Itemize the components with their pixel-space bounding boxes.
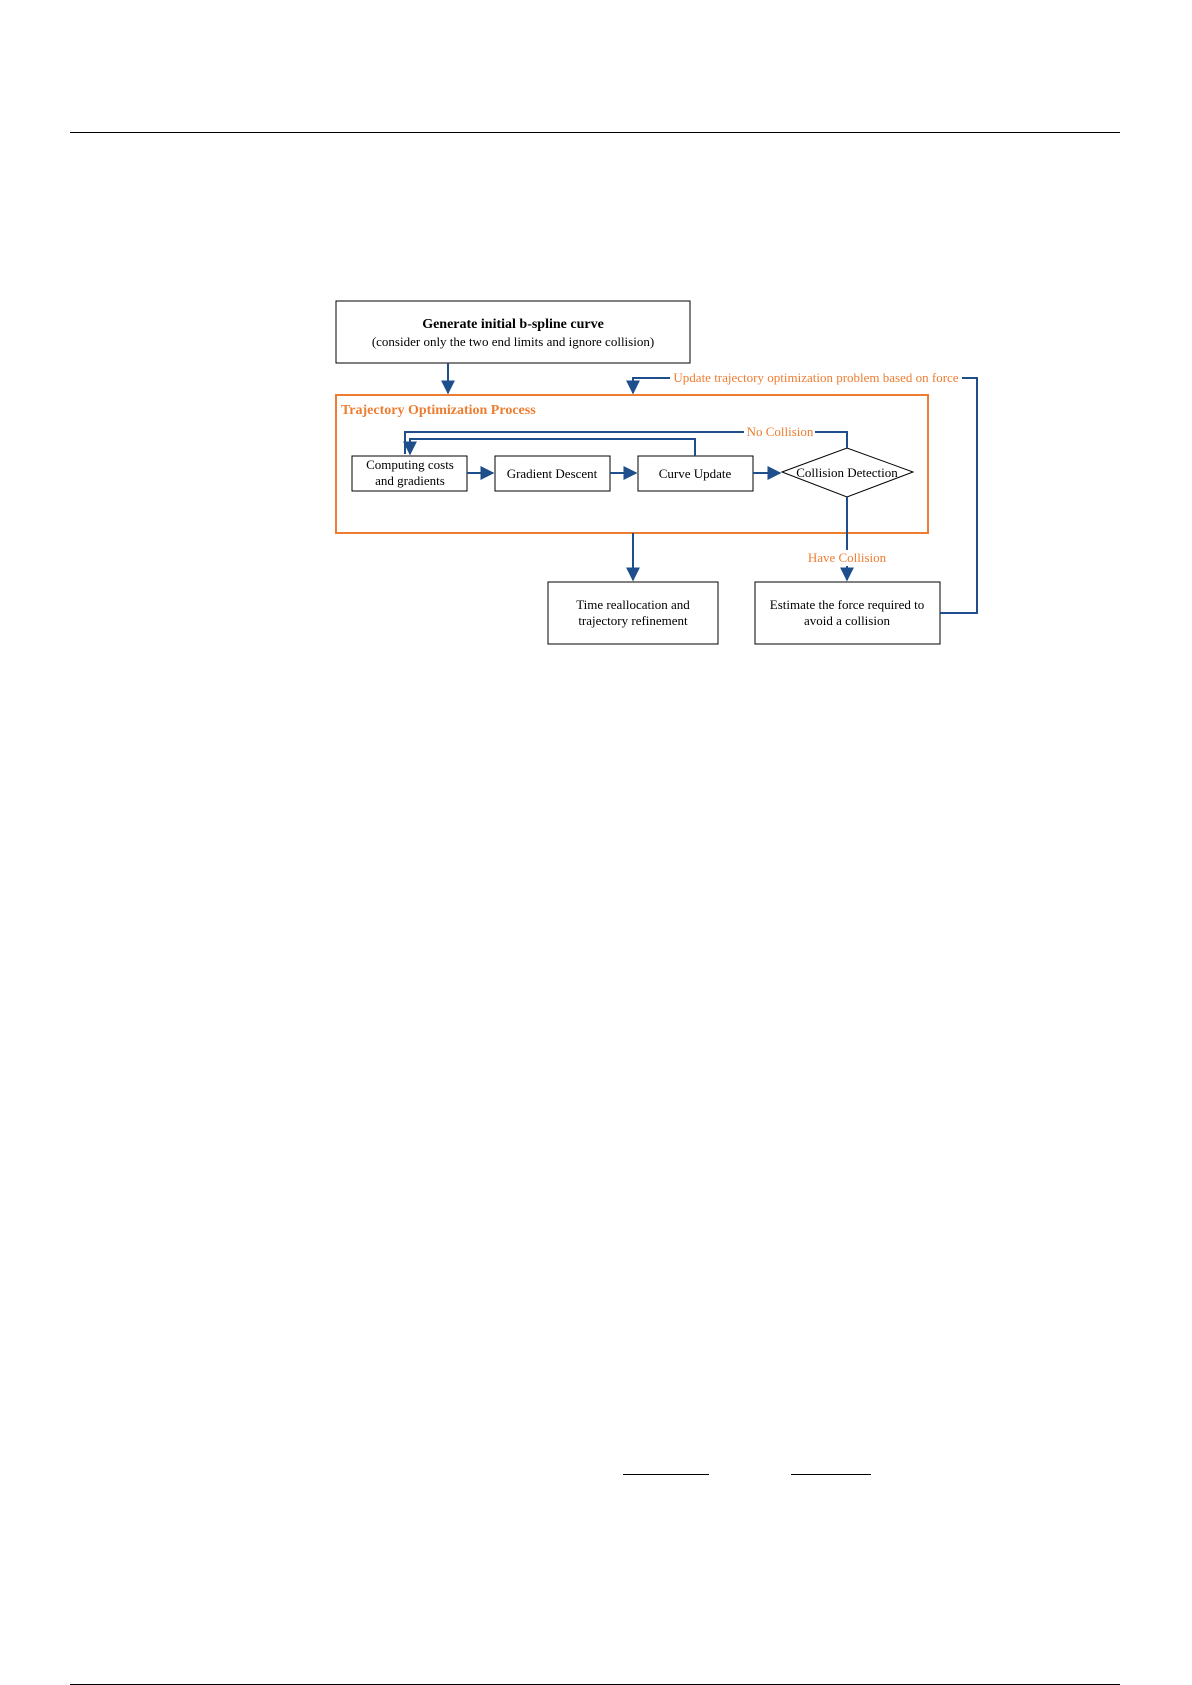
have-collision-label: Have Collision	[808, 550, 887, 565]
arrow-no-collision	[404, 431, 848, 454]
estimate-label-1: Estimate the force required to	[770, 597, 925, 612]
computing-label-1: Computing costs	[366, 457, 454, 472]
estimate-label-2: avoid a collision	[804, 613, 890, 628]
curve-update-box: Curve Update	[637, 455, 754, 492]
bottom-line-left	[623, 1474, 709, 1475]
generate-initial-curve-box: Generate initial b-spline curve (conside…	[335, 300, 691, 364]
estimate-force-box: Estimate the force required to avoid a c…	[754, 581, 941, 645]
no-collision-label: No Collision	[747, 424, 814, 439]
top-box-subtitle: (consider only the two end limits and ig…	[372, 334, 654, 349]
collision-detection-diamond: Collision Detection	[780, 447, 915, 498]
time-realloc-label-2: trajectory refinement	[578, 613, 688, 628]
arrow-curve-loop	[403, 438, 696, 456]
gradient-descent-label: Gradient Descent	[507, 466, 598, 481]
update-problem-label: Update trajectory optimization problem b…	[673, 370, 958, 385]
bottom-line-right	[791, 1474, 871, 1475]
arrow-estimate-feedback	[633, 377, 978, 614]
curve-update-label: Curve Update	[659, 466, 732, 481]
process-label: Trajectory Optimization Process	[341, 403, 536, 418]
top-box-title: Generate initial b-spline curve	[422, 317, 604, 332]
time-realloc-label-1: Time reallocation and	[576, 597, 690, 612]
collision-detection-label: Collision Detection	[796, 465, 898, 480]
computing-costs-box: Computing costs and gradients	[351, 455, 468, 492]
time-reallocation-box: Time reallocation and trajectory refinem…	[547, 581, 719, 645]
gradient-descent-box: Gradient Descent	[494, 455, 611, 492]
computing-label-2: and gradients	[375, 473, 445, 488]
header-rule	[70, 132, 1120, 133]
